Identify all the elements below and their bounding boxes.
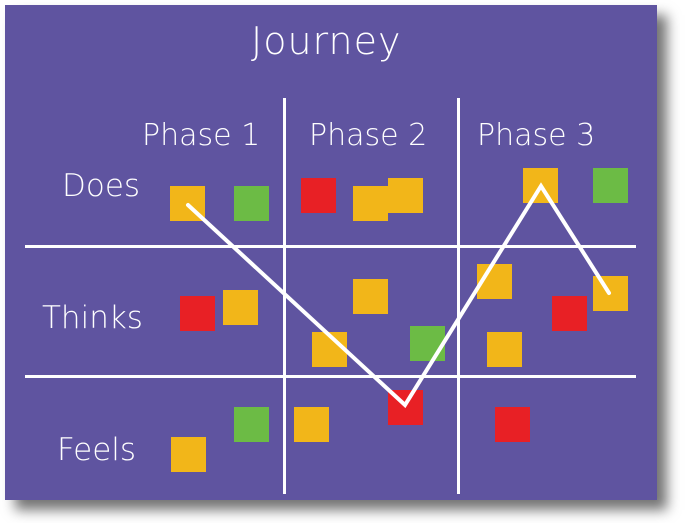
sticky-note-red bbox=[180, 296, 215, 331]
sticky-note-yellow bbox=[171, 437, 206, 472]
sticky-note-green bbox=[234, 186, 269, 221]
sticky-note-green bbox=[410, 326, 445, 361]
phase-2-label: Phase 2 bbox=[309, 118, 428, 153]
board-title: Journey bbox=[251, 19, 402, 63]
sticky-note-green bbox=[234, 407, 269, 442]
sticky-note-yellow bbox=[223, 290, 258, 325]
row-label-feels: Feels bbox=[57, 432, 137, 468]
phase-3-label: Phase 3 bbox=[477, 118, 596, 153]
sticky-note-yellow bbox=[388, 178, 423, 213]
journey-polyline bbox=[186, 182, 611, 409]
row-label-does: Does bbox=[62, 168, 141, 204]
sticky-note-yellow bbox=[294, 407, 329, 442]
divider-phase-2-3 bbox=[457, 98, 460, 494]
sticky-note-red bbox=[301, 178, 336, 213]
sticky-note-yellow bbox=[353, 186, 388, 221]
sticky-note-yellow bbox=[487, 332, 522, 367]
sticky-note-green bbox=[593, 168, 628, 203]
journey-line bbox=[186, 182, 611, 409]
divider-thinks-feels bbox=[25, 375, 636, 378]
sticky-note-yellow bbox=[353, 279, 388, 314]
divider-does-thinks bbox=[25, 245, 636, 248]
sticky-note-red bbox=[495, 407, 530, 442]
journey-board: Journey Phase 1 Phase 2 Phase 3 Does Thi… bbox=[5, 5, 657, 500]
phase-1-label: Phase 1 bbox=[142, 118, 261, 153]
sticky-note-red bbox=[552, 296, 587, 331]
row-label-thinks: Thinks bbox=[42, 300, 143, 336]
